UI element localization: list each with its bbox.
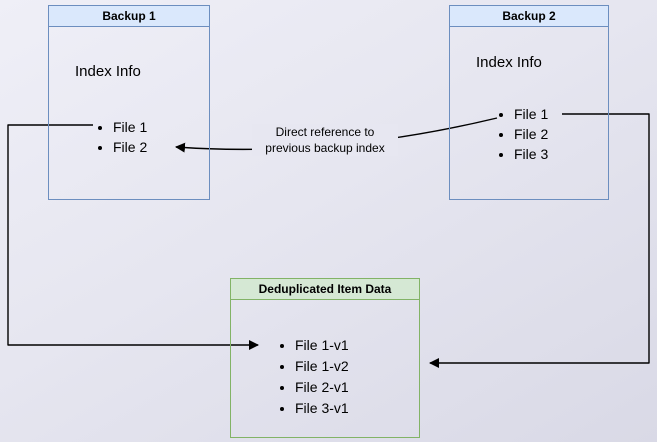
list-item: File 2-v1 — [295, 377, 419, 398]
dedup-title: Deduplicated Item Data — [231, 279, 419, 300]
list-item: File 2 — [113, 137, 209, 157]
deduplicated-item-data-box: Deduplicated Item Data File 1-v1 File 1-… — [230, 278, 420, 438]
backup2-box: Backup 2 Index Info File 1 File 2 File 3 — [449, 5, 609, 200]
list-item: File 1 — [113, 117, 209, 137]
list-item: File 3-v1 — [295, 398, 419, 419]
backup1-file-list: File 1 File 2 — [49, 117, 209, 157]
backup2-title: Backup 2 — [450, 6, 608, 27]
backup1-box: Backup 1 Index Info File 1 File 2 — [48, 5, 210, 200]
backup1-index-info-label: Index Info — [75, 63, 141, 80]
dedup-file-list: File 1-v1 File 1-v2 File 2-v1 File 3-v1 — [231, 335, 419, 419]
backup2-file-list: File 1 File 2 File 3 — [450, 104, 608, 164]
backup1-title: Backup 1 — [49, 6, 209, 27]
list-item: File 2 — [514, 124, 608, 144]
direct-reference-label: Direct reference to previous backup inde… — [252, 124, 398, 156]
list-item: File 1-v1 — [295, 335, 419, 356]
backup2-index-info-label: Index Info — [476, 54, 542, 71]
list-item: File 1-v2 — [295, 356, 419, 377]
list-item: File 3 — [514, 144, 608, 164]
list-item: File 1 — [514, 104, 608, 124]
